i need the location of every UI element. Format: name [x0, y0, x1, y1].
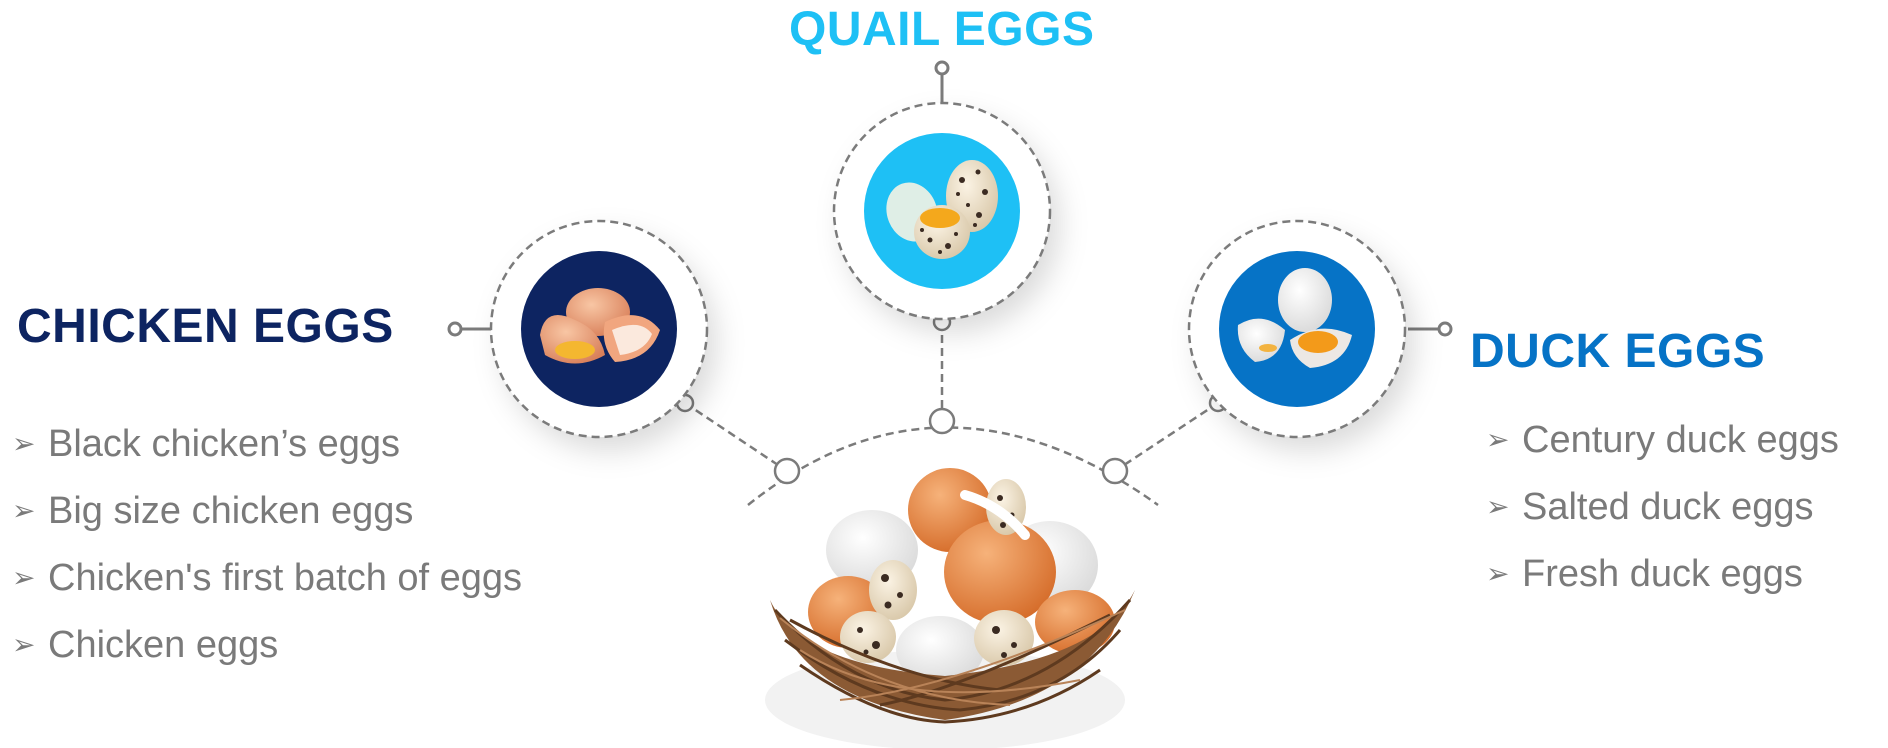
- connector-node-top: [928, 407, 956, 435]
- chicken-eggs-node: [489, 219, 709, 439]
- connector-arc: [747, 426, 1159, 507]
- arrow-bullet-icon: ➢: [12, 561, 36, 593]
- connector-duck: [1114, 401, 1219, 473]
- list-item: ➢ Big size chicken eggs: [12, 477, 522, 544]
- chicken-eggs-title: CHICKEN EGGS: [17, 300, 394, 353]
- chicken-eggs-list: ➢ Black chicken’s eggs ➢ Big size chicken …: [12, 410, 522, 678]
- arrow-bullet-icon: ➢: [12, 494, 36, 526]
- list-item: ➢ Salted duck eggs: [1486, 473, 1839, 540]
- list-item-label: Century duck eggs: [1522, 418, 1839, 461]
- connector-lines: [684, 322, 1219, 507]
- quail-eggs-image: [886, 160, 998, 259]
- arrow-bullet-icon: ➢: [12, 427, 36, 459]
- arrow-bullet-icon: ➢: [1486, 557, 1510, 589]
- list-item-label: Big size chicken eggs: [48, 489, 414, 532]
- list-item: ➢ Fresh duck eggs: [1486, 540, 1839, 607]
- quail-eggs-title: QUAIL EGGS: [789, 3, 1095, 56]
- list-item: ➢ Chicken's first batch of eggs: [12, 544, 522, 611]
- connector-chicken: [684, 401, 788, 473]
- egg-nest-image: [765, 468, 1135, 748]
- list-item-label: Black chicken’s eggs: [48, 422, 401, 465]
- list-item-label: Fresh duck eggs: [1522, 552, 1803, 595]
- arrow-bullet-icon: ➢: [12, 628, 36, 660]
- title-pins: [447, 60, 1453, 337]
- list-item-label: Salted duck eggs: [1522, 485, 1814, 528]
- quail-eggs-node: [832, 101, 1052, 321]
- connector-node-right: [1101, 457, 1129, 485]
- list-item: ➢ Century duck eggs: [1486, 406, 1839, 473]
- chicken-eggs-image: [540, 288, 660, 364]
- duck-eggs-list: ➢ Century duck eggs ➢ Salted duck eggs ➢ Fr…: [1486, 406, 1839, 607]
- connector-node-left: [773, 457, 801, 485]
- list-item: ➢ Black chicken’s eggs: [12, 410, 522, 477]
- duck-eggs-node: [1187, 219, 1407, 439]
- list-item: ➢ Chicken eggs: [12, 611, 522, 678]
- duck-eggs-title: DUCK EGGS: [1470, 325, 1766, 378]
- connector-nodes: [675, 312, 1228, 485]
- duck-eggs-image: [1237, 268, 1352, 368]
- list-item-label: Chicken's first batch of eggs: [48, 556, 523, 599]
- arrow-bullet-icon: ➢: [1486, 423, 1510, 455]
- arrow-bullet-icon: ➢: [1486, 490, 1510, 522]
- list-item-label: Chicken eggs: [48, 623, 279, 666]
